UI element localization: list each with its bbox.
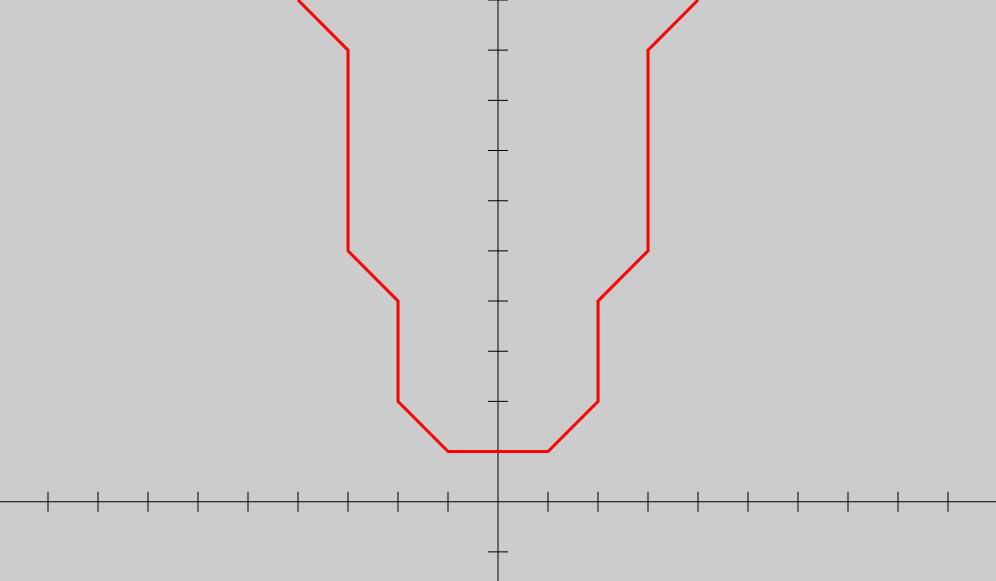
ticks xyxy=(47,0,949,553)
series-line-0 xyxy=(296,0,700,454)
series-layer xyxy=(296,0,700,454)
